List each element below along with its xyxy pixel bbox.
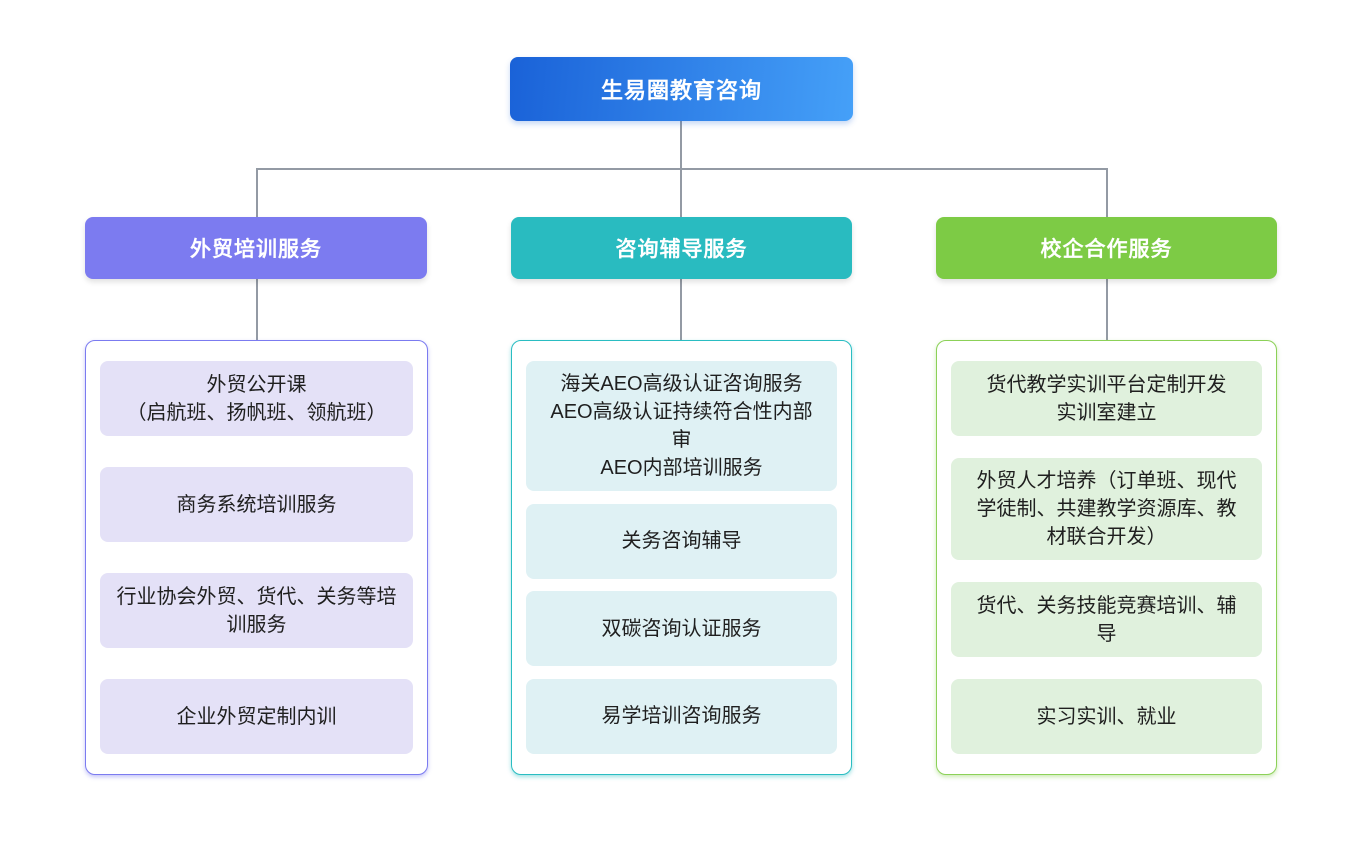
branch-container-foreign-trade-training: 外贸公开课 （启航班、扬帆班、领航班） 商务系统培训服务 行业协会外贸、货代、关… bbox=[85, 340, 428, 775]
service-item: 货代、关务技能竞赛培训、辅导 bbox=[951, 582, 1262, 657]
service-item: 关务咨询辅导 bbox=[526, 503, 837, 579]
root-node: 生易圈教育咨询 bbox=[510, 57, 853, 121]
connector-left-to-container bbox=[256, 279, 258, 341]
service-item: 商务系统培训服务 bbox=[100, 467, 413, 542]
connector-middle-drop bbox=[680, 168, 682, 218]
branch-header-school-enterprise: 校企合作服务 bbox=[936, 217, 1277, 279]
branch-container-school-enterprise: 货代教学实训平台定制开发 实训室建立 外贸人才培养（订单班、现代学徒制、共建教学… bbox=[936, 340, 1277, 775]
connector-right-to-container bbox=[1106, 279, 1108, 341]
service-item: 易学培训咨询服务 bbox=[526, 678, 837, 754]
service-item: 行业协会外贸、货代、关务等培训服务 bbox=[100, 573, 413, 648]
service-item: 双碳咨询认证服务 bbox=[526, 591, 837, 667]
branch-header-foreign-trade-training: 外贸培训服务 bbox=[85, 217, 427, 279]
service-item: 实习实训、就业 bbox=[951, 679, 1262, 754]
branch-container-consulting-coaching: 海关AEO高级认证咨询服务 AEO高级认证持续符合性内部审 AEO内部培训服务 … bbox=[511, 340, 852, 775]
service-item: 海关AEO高级认证咨询服务 AEO高级认证持续符合性内部审 AEO内部培训服务 bbox=[526, 361, 837, 491]
connector-middle-to-container bbox=[680, 279, 682, 341]
branch-header-consulting-coaching: 咨询辅导服务 bbox=[511, 217, 852, 279]
connector-left-drop bbox=[256, 168, 258, 218]
connector-horizontal bbox=[256, 168, 1107, 170]
connector-right-drop bbox=[1106, 168, 1108, 218]
service-item: 外贸公开课 （启航班、扬帆班、领航班） bbox=[100, 361, 413, 436]
service-item: 外贸人才培养（订单班、现代学徒制、共建教学资源库、教材联合开发） bbox=[951, 458, 1262, 560]
service-item: 货代教学实训平台定制开发 实训室建立 bbox=[951, 361, 1262, 436]
connector-root-vertical bbox=[680, 121, 682, 169]
service-item: 企业外贸定制内训 bbox=[100, 679, 413, 754]
